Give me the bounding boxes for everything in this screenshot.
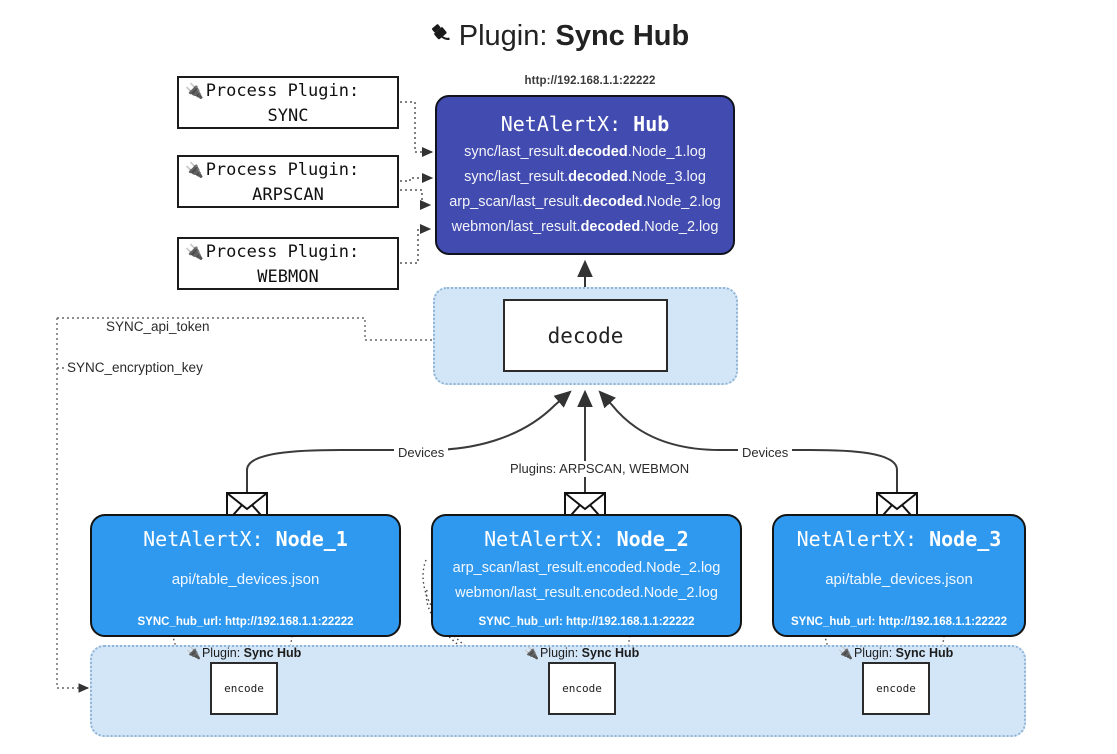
plug-icon: 🔌: [185, 83, 204, 100]
node-row: webmon/last_result.encoded.Node_2.log: [455, 585, 718, 601]
node-rows: api/table_devices.json: [92, 567, 399, 592]
process-plugin-line2: ARPSCAN: [252, 185, 324, 205]
node-footer: SYNC_hub_url: http://192.168.1.1:22222: [790, 616, 1008, 628]
node-box-node-2[interactable]: NetAlertX: Node_2 arp_scan/last_result.e…: [431, 514, 742, 637]
plug-icon: 🔌: [524, 646, 539, 660]
sync-encryption-key-label: SYNC_encryption_key: [64, 360, 206, 376]
node-footer: SYNC_hub_url: http://192.168.1.1:22222: [137, 616, 354, 628]
node-footer: SYNC_hub_url: http://192.168.1.1:22222: [478, 616, 695, 628]
decode-box[interactable]: decode: [503, 299, 668, 372]
node-title: NetAlertX: Node_2: [484, 527, 689, 551]
encoder-plugin-label: 🔌Plugin: Sync Hub: [524, 646, 640, 660]
node-row: api/table_devices.json: [171, 571, 320, 588]
plug-icon: 🔌: [838, 646, 853, 660]
node-title: NetAlertX: Node_1: [143, 527, 348, 551]
hub-log-row: webmon/last_result.decoded.Node_2.log: [451, 219, 719, 235]
page-title-name: Sync Hub: [555, 20, 690, 52]
hub-log-row: sync/last_result.decoded.Node_1.log: [464, 144, 706, 160]
process-plugin-line1: 🔌Process Plugin:: [185, 242, 360, 262]
process-plugin-line1: 🔌Process Plugin:: [185, 160, 360, 180]
hub-title: NetAlertX: Hub: [500, 112, 670, 136]
page-title: Plugin: Sync Hub: [0, 14, 1117, 60]
sync-api-token-label: SYNC_api_token: [103, 319, 213, 335]
node-box-node-1[interactable]: NetAlertX: Node_1 api/table_devices.json…: [90, 514, 401, 637]
process-plugin-line2: SYNC: [267, 106, 309, 126]
node-rows: arp_scan/last_result.encoded.Node_2.log …: [433, 556, 740, 606]
encode-box[interactable]: encode: [548, 662, 616, 715]
plug-icon: 🔌: [186, 646, 201, 660]
edge-label-plugins: Plugins: ARPSCAN, WEBMON: [506, 461, 694, 477]
process-plugin-box-webmon[interactable]: 🔌Process Plugin: WEBMON: [177, 237, 399, 290]
encoder-plugin-label: 🔌Plugin: Sync Hub: [838, 646, 954, 660]
plug-icon: [428, 16, 454, 60]
plug-icon: 🔌: [185, 162, 204, 179]
edge-label-devices-left: Devices: [394, 445, 449, 461]
hub-log-row: sync/last_result.decoded.Node_3.log: [464, 169, 706, 185]
hub-log-row: arp_scan/last_result.decoded.Node_2.log: [449, 194, 721, 210]
encoder-plugin-label: 🔌Plugin: Sync Hub: [186, 646, 302, 660]
edge-label-devices-right: Devices: [738, 445, 793, 461]
node-rows: api/table_devices.json: [774, 567, 1024, 592]
process-plugin-line1: 🔌Process Plugin:: [185, 81, 360, 101]
plug-icon: 🔌: [185, 244, 204, 261]
page-title-prefix: Plugin:: [458, 20, 556, 52]
node-title: NetAlertX: Node_3: [796, 527, 1002, 551]
process-plugin-line2: WEBMON: [257, 267, 319, 287]
encode-box[interactable]: encode: [210, 662, 278, 715]
process-plugin-box-sync[interactable]: 🔌Process Plugin: SYNC: [177, 76, 399, 129]
node-row: arp_scan/last_result.encoded.Node_2.log: [452, 560, 721, 576]
hub-url-label: http://192.168.1.1:22222: [524, 75, 656, 87]
encode-box[interactable]: encode: [862, 662, 930, 715]
node-box-node-3[interactable]: NetAlertX: Node_3 api/table_devices.json…: [772, 514, 1026, 637]
hub-node[interactable]: NetAlertX: Hub sync/last_result.decoded.…: [435, 95, 735, 255]
node-row: api/table_devices.json: [825, 571, 973, 588]
process-plugin-box-arpscan[interactable]: 🔌Process Plugin: ARPSCAN: [177, 155, 399, 208]
